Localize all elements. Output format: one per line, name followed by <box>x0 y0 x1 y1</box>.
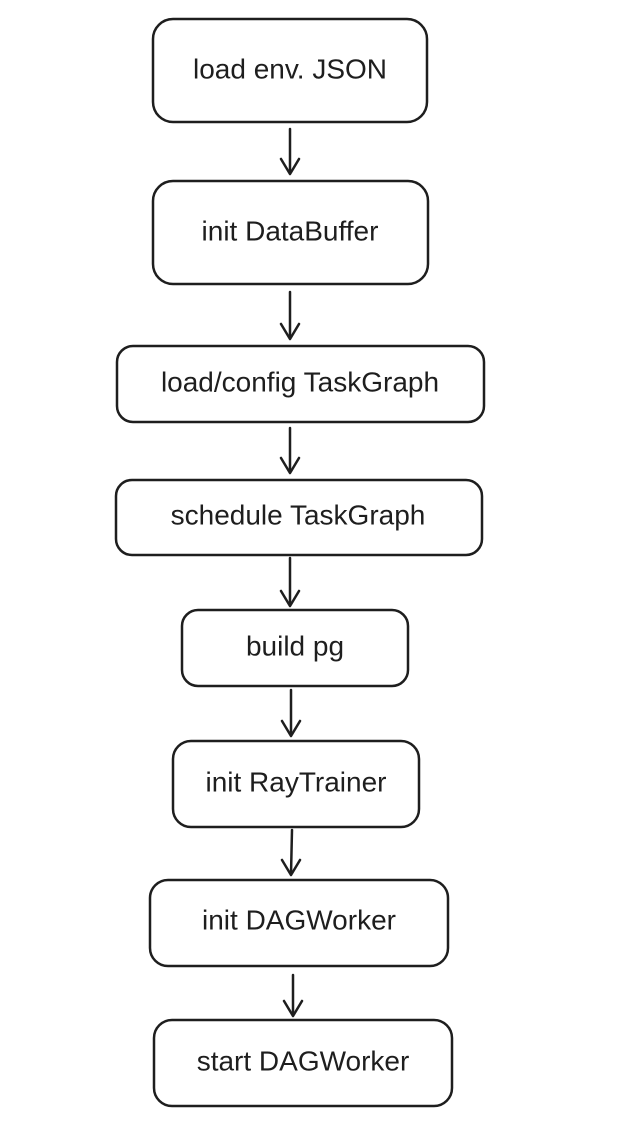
step-load-config-taskgraph: load/config TaskGraph <box>115 344 486 424</box>
arrow-head <box>279 157 301 176</box>
step-box <box>152 1018 454 1108</box>
arrow-4-to-5 <box>279 556 301 608</box>
arrow-head <box>280 719 302 738</box>
arrow-6-to-7 <box>280 828 302 877</box>
arrow-head <box>279 456 301 475</box>
step-label: init DataBuffer <box>202 215 379 246</box>
step-box <box>114 478 484 557</box>
step-load-env-json: load env. JSON <box>151 17 429 124</box>
step-build-pg: build pg <box>180 608 410 688</box>
arrow-7-to-8 <box>282 973 304 1018</box>
step-start-dagworker: start DAGWorker <box>152 1018 454 1108</box>
step-label: build pg <box>246 630 344 661</box>
arrow-head <box>282 999 304 1018</box>
arrow-1-to-2 <box>279 127 301 176</box>
arrow-2-to-3 <box>279 290 301 341</box>
step-box <box>148 878 450 968</box>
arrow-head <box>280 858 302 877</box>
step-label: load/config TaskGraph <box>161 366 439 397</box>
step-box <box>171 739 421 829</box>
step-init-raytrainer: init RayTrainer <box>171 739 421 829</box>
arrow-5-to-6 <box>280 688 302 738</box>
step-init-dagworker: init DAGWorker <box>148 878 450 968</box>
step-schedule-taskgraph: schedule TaskGraph <box>114 478 484 557</box>
step-box <box>180 608 410 688</box>
step-label: start DAGWorker <box>197 1045 410 1076</box>
arrow-head <box>279 322 301 341</box>
step-label: schedule TaskGraph <box>171 499 426 530</box>
arrow-shaft <box>289 828 294 876</box>
step-label: init DAGWorker <box>202 904 396 935</box>
step-box <box>151 179 430 286</box>
step-box <box>151 17 429 124</box>
step-label: load env. JSON <box>193 53 387 84</box>
step-box <box>115 344 486 424</box>
arrow-3-to-4 <box>279 426 301 475</box>
step-init-databuffer: init DataBuffer <box>151 179 430 286</box>
step-label: init RayTrainer <box>205 766 386 797</box>
arrow-head <box>279 589 301 608</box>
